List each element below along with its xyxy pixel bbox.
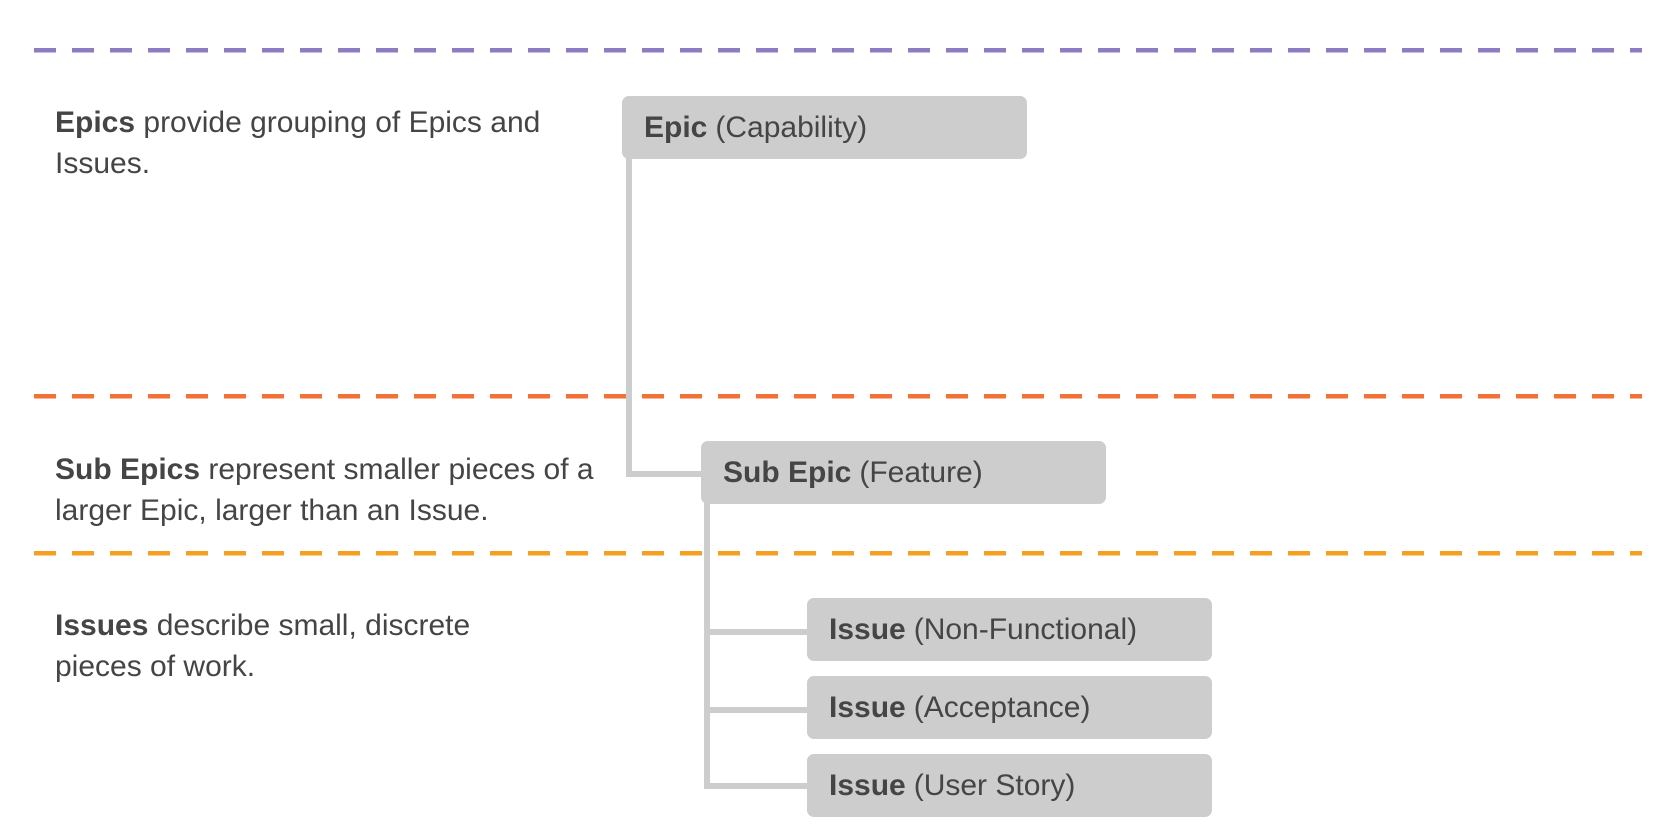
epics-text: provide grouping of Epics and Issues. — [55, 106, 541, 180]
issues-term: Issues — [55, 609, 149, 642]
sub-epic-to-issue-user-story-connector — [704, 783, 810, 789]
sub-epic-node-type: Sub Epic — [723, 455, 852, 489]
sub-epics-description: Sub Epics represent smaller pieces of a … — [55, 449, 595, 531]
sub-epics-term: Sub Epics — [55, 453, 201, 486]
issue-user-story-node-kind: (User Story) — [913, 768, 1076, 802]
sub-epic-to-issue-acceptance-connector — [704, 707, 810, 713]
issue-user-story-node: Issue(User Story) — [807, 754, 1212, 817]
epic-node-type: Epic — [644, 110, 708, 144]
sub-epic-trunk-connector — [704, 500, 710, 789]
sub-epics-text: represent smaller pieces of a larger Epi… — [55, 453, 594, 527]
epic-to-sub-epic-connector — [626, 471, 706, 477]
sub-epic-to-issue-non-functional-connector — [704, 629, 810, 635]
sub-epic-node: Sub Epic(Feature) — [701, 441, 1106, 504]
epic-trunk-connector — [626, 150, 632, 477]
issue-acceptance-node-type: Issue — [829, 690, 906, 724]
issues-text: describe small, discrete pieces of work. — [55, 609, 471, 683]
issue-user-story-node-type: Issue — [829, 768, 906, 802]
issue-acceptance-node-kind: (Acceptance) — [913, 690, 1091, 724]
issue-non-functional-node-type: Issue — [829, 612, 906, 646]
epic-node-kind: (Capability) — [715, 110, 868, 144]
issue-acceptance-node: Issue(Acceptance) — [807, 676, 1212, 739]
sub-epic-node-kind: (Feature) — [859, 455, 983, 489]
epics-description: Epics provide grouping of Epics and Issu… — [55, 102, 595, 184]
issues-description: Issues describe small, discrete pieces o… — [55, 605, 535, 687]
epic-node: Epic(Capability) — [622, 96, 1027, 159]
issue-non-functional-node-kind: (Non-Functional) — [913, 612, 1138, 646]
issue-non-functional-node: Issue(Non-Functional) — [807, 598, 1212, 661]
epics-term: Epics — [55, 106, 136, 139]
